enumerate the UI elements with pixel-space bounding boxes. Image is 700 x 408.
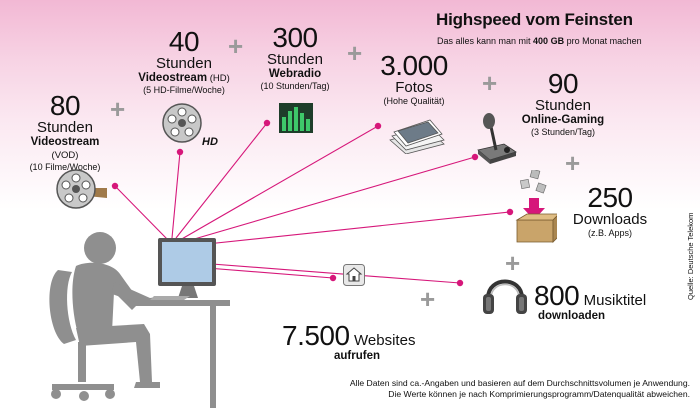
page-title: Highspeed vom Feinsten <box>436 10 633 29</box>
gaming-unit: Stunden <box>535 97 591 114</box>
footnote-line-1: Alle Daten sind ca.-Angaben und basieren… <box>349 378 690 388</box>
person-at-computer-illustration <box>49 232 230 408</box>
downloads-number: 250 <box>587 182 633 213</box>
line-hd <box>171 151 181 239</box>
download-box-icon <box>515 170 557 243</box>
radio-note: (10 Stunden/Tag) <box>260 81 330 91</box>
vod-note: (10 Filme/Woche) <box>29 162 101 172</box>
dot-radio <box>263 119 271 127</box>
websites-headline: 7.500 Websites <box>282 322 452 350</box>
item-radio: 300 Stunden Webradio (10 Stunden/Tag) <box>250 24 340 92</box>
footnote: Alle Daten sind ca.-Angaben und basieren… <box>350 378 690 400</box>
music-label: downloaden <box>538 310 606 322</box>
film-reel-hd-icon: HD <box>162 103 218 148</box>
item-hd: 40 Stunden Videostream (HD) (5 HD-Filme/… <box>128 28 240 96</box>
dot-gaming <box>471 153 479 161</box>
item-music: 800 Musiktitel downloaden <box>534 282 674 323</box>
gaming-note: (3 Stunden/Tag) <box>530 127 596 137</box>
item-vod: 80 Stunden Videostream (VOD) (10 Filme/W… <box>20 92 110 173</box>
websites-number: 7.500 <box>282 320 350 351</box>
music-headline: 800 Musiktitel <box>534 282 674 310</box>
vod-number: 80 <box>49 90 81 121</box>
vod-unit: Stunden <box>37 119 93 136</box>
line-music <box>185 261 461 284</box>
joystick-icon <box>477 113 517 164</box>
line-photos <box>179 125 379 241</box>
dot-downloads <box>506 208 514 216</box>
gaming-number: 90 <box>547 68 579 99</box>
hd-note: (5 HD-Filme/Woche) <box>143 85 225 95</box>
plus-sign: + <box>347 38 363 68</box>
equalizer-icon <box>279 103 313 133</box>
hd-unit: Stunden <box>156 55 212 72</box>
websites-label: aufrufen <box>334 350 380 362</box>
dot-vod <box>111 182 119 190</box>
item-websites: 7.500 Websites aufrufen <box>282 322 452 363</box>
plus-sign: + <box>565 148 581 178</box>
photos-number: 3.000 <box>380 50 448 81</box>
headphones-icon <box>483 279 527 314</box>
plus-sign: + <box>505 248 521 278</box>
music-unit: Musiktitel <box>583 292 647 309</box>
film-reel-icon <box>56 169 107 209</box>
line-downloads <box>187 211 511 247</box>
hd-badge: HD <box>202 136 218 148</box>
item-photos: 3.000 Fotos (Hohe Qualität) <box>368 52 460 107</box>
line-radio <box>175 122 268 239</box>
dot-music <box>456 279 464 287</box>
dot-hd <box>176 148 184 156</box>
photos-unit: Fotos <box>395 79 433 96</box>
hd-number: 40 <box>168 26 200 57</box>
plus-sign: + <box>482 68 498 98</box>
item-downloads: 250 Downloads (z.B. Apps) <box>560 184 660 239</box>
plus-sign: + <box>228 31 244 61</box>
radio-number: 300 <box>272 22 318 53</box>
page-subtitle: Das alles kann man mit 400 GB pro Monat … <box>437 36 642 46</box>
radio-label: Webradio <box>268 68 322 80</box>
downloads-note: (z.B. Apps) <box>587 228 632 238</box>
dot-photos <box>374 122 382 130</box>
plus-sign: + <box>420 284 436 314</box>
home-icon <box>343 264 365 286</box>
gaming-label: Online-Gaming <box>521 114 605 126</box>
source-credit: Quelle: Deutsche Telekom <box>686 212 695 300</box>
radio-unit: Stunden <box>267 51 323 68</box>
plus-sign: + <box>110 94 126 124</box>
line-gaming <box>183 156 476 243</box>
websites-unit: Websites <box>354 332 416 349</box>
line-vod <box>114 185 169 241</box>
vod-label: Videostream (VOD) <box>30 136 100 161</box>
hd-label: Videostream (HD) <box>138 72 230 84</box>
photo-stack-icon <box>389 119 445 154</box>
dot-websites <box>329 274 337 282</box>
item-gaming: 90 Stunden Online-Gaming (3 Stunden/Tag) <box>508 70 618 138</box>
music-number: 800 <box>534 280 580 311</box>
downloads-unit: Downloads <box>572 211 648 228</box>
footnote-line-2: Die Werte können je nach Komprimierungsp… <box>388 389 690 399</box>
photos-note: (Hohe Qualität) <box>383 96 445 106</box>
